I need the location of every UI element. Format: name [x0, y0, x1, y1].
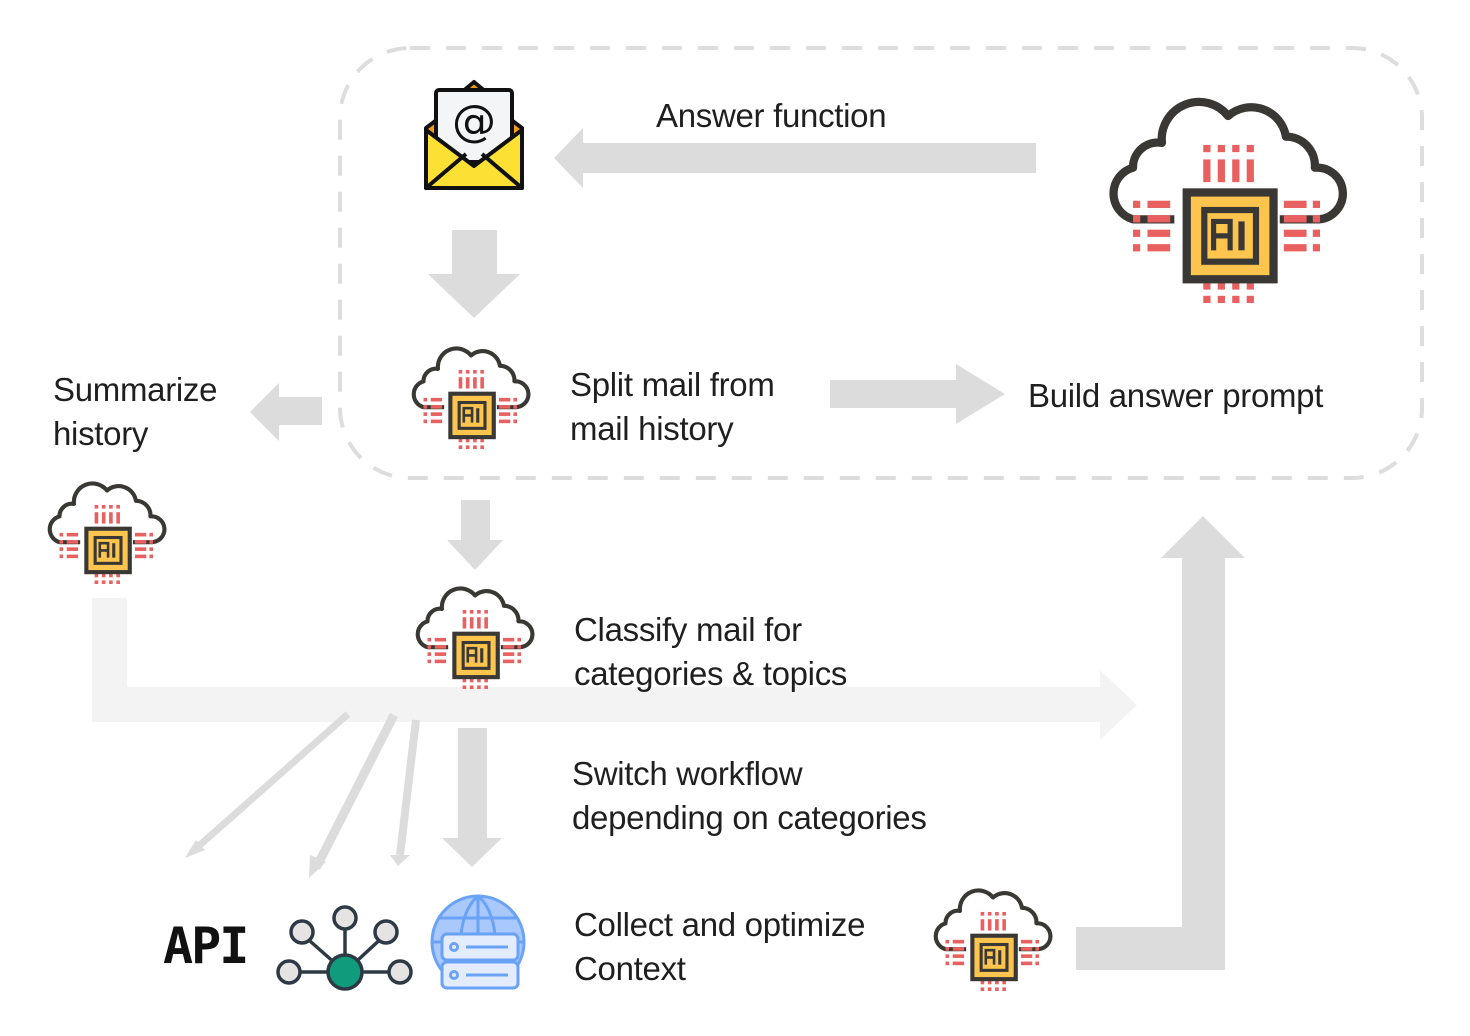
classify-to-collect-arrow	[442, 728, 502, 867]
api-icon: API	[163, 917, 249, 975]
collect-context-label-line2: Context	[574, 950, 686, 987]
classify-label-line1: Classify mail for	[574, 611, 802, 648]
context-to-prompt-arrow	[1076, 516, 1245, 970]
summarize-label-line1: Summarize	[53, 371, 218, 408]
split-mail-label-line2: mail history	[570, 410, 734, 447]
cloud-ai-chip-icon	[414, 348, 529, 449]
workflow-branch-arrows	[185, 711, 420, 878]
agent-scope-boundary	[338, 46, 1424, 480]
build-answer-prompt-label: Build answer prompt	[1028, 377, 1324, 414]
collect-context-label-line1: Collect and optimize	[574, 906, 866, 943]
split-mail-label-line1: Split mail from	[570, 366, 775, 403]
svg-text:@: @	[452, 96, 496, 147]
cloud-ai-chip-icon	[50, 483, 165, 584]
network-hub-icon	[276, 905, 413, 991]
answer-function-label: Answer function	[656, 97, 887, 134]
summary-to-prompt-arrow	[92, 598, 1137, 740]
split-to-build-arrow	[830, 364, 1005, 424]
summarize-label-line2: history	[53, 415, 149, 452]
switch-workflow-label-line2: depending on categories	[572, 799, 927, 836]
split-to-summarize-arrow	[250, 383, 322, 441]
cloud-ai-chip-icon	[936, 890, 1051, 991]
split-to-classify-arrow	[447, 500, 503, 570]
svg-text:API: API	[163, 917, 247, 975]
answer-function-arrow	[554, 128, 1036, 188]
email-open-icon: @	[424, 80, 524, 190]
classify-label-line2: categories & topics	[574, 655, 848, 692]
cloud-ai-chip-icon	[1114, 102, 1343, 303]
cloud-ai-chip-icon	[418, 588, 533, 689]
globe-server-icon	[430, 894, 526, 990]
switch-workflow-label-line1: Switch workflow	[572, 755, 803, 792]
mail-to-split-arrow	[428, 230, 520, 318]
